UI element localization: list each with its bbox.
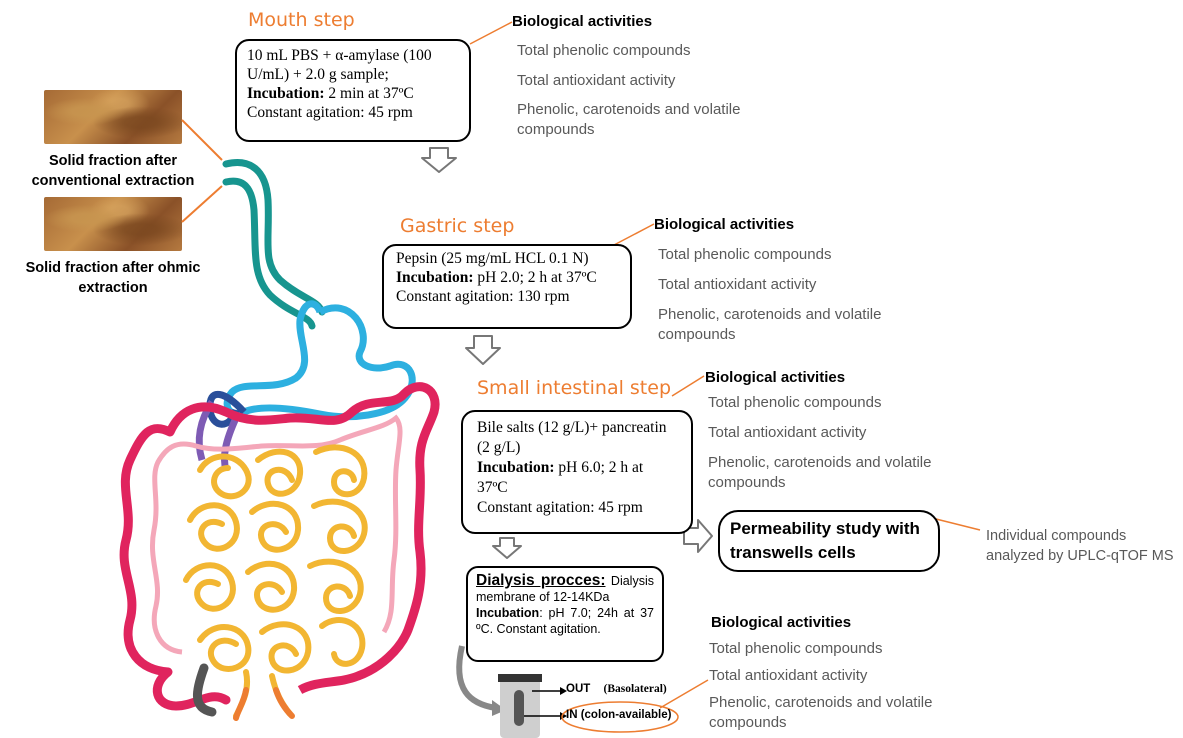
in-side: (colon-available) — [581, 709, 672, 721]
gastric-step-box: Pepsin (25 mg/mL HCL 0.1 N) Incubation: … — [382, 244, 632, 329]
intestinal-reagents: Bile salts (12 g/L)+ pancreatin (2 g/L) — [477, 419, 667, 456]
intestinal-step-title: Small intestinal step — [477, 377, 671, 399]
bio-item-compounds: Phenolic, carotenoids and volatile compo… — [709, 693, 959, 733]
gastric-bio-activities: Biological activities Total phenolic com… — [654, 216, 914, 345]
bio-item-antioxidant: Total antioxidant activity — [517, 71, 772, 91]
dialysis-bio-activities: Biological activities Total phenolic com… — [711, 614, 971, 733]
gastric-step-title: Gastric step — [400, 215, 514, 237]
transwell-out-label: OUT (Basolateral) — [566, 683, 667, 695]
bio-item-compounds: Phenolic, carotenoids and volatile compo… — [708, 453, 958, 493]
bio-item-phenolic-total: Total phenolic compounds — [517, 41, 772, 61]
mouth-step-title: Mouth step — [248, 9, 355, 31]
mouth-incubation-value: 2 min at 37ºC — [325, 85, 414, 102]
bio-item-compounds: Phenolic, carotenoids and volatile compo… — [658, 305, 908, 345]
arrow-mouth-to-gastric — [422, 148, 456, 172]
intestinal-bio-activities: Biological activities Total phenolic com… — [705, 369, 965, 493]
dialysis-incubation-label: Incubation — [476, 606, 539, 620]
bio-heading: Biological activities — [705, 369, 965, 386]
gastric-incubation-value: pH 2.0; 2 h at 37ºC — [474, 269, 597, 286]
bio-item-phenolic-total: Total phenolic compounds — [658, 245, 914, 265]
arrow-gastric-to-intestinal — [466, 336, 500, 364]
out-side: (Basolateral) — [603, 683, 666, 695]
bio-heading: Biological activities — [654, 216, 914, 233]
mouth-incubation-label: Incubation: — [247, 85, 325, 102]
bio-item-antioxidant: Total antioxidant activity — [709, 666, 971, 686]
gastric-agitation: Constant agitation: 130 rpm — [396, 288, 570, 305]
bio-item-antioxidant: Total antioxidant activity — [658, 275, 914, 295]
bio-heading: Biological activities — [512, 13, 772, 30]
gastric-incubation-label: Incubation: — [396, 269, 474, 286]
mouth-bio-activities: Biological activities Total phenolic com… — [512, 13, 772, 140]
intestinal-agitation: Constant agitation: 45 rpm — [477, 499, 643, 516]
mouth-step-box: 10 mL PBS + α-amylase (100 U/mL) + 2.0 g… — [235, 39, 471, 142]
bio-item-antioxidant: Total antioxidant activity — [708, 423, 965, 443]
in-label: IN — [566, 709, 578, 721]
dialysis-title: Dialysis procces: — [476, 572, 605, 589]
mouth-agitation: Constant agitation: 45 rpm — [247, 104, 413, 121]
permeability-box: Permeability study with transwells cells — [718, 510, 940, 572]
bio-item-compounds: Phenolic, carotenoids and volatile compo… — [517, 100, 767, 140]
bio-item-phenolic-total: Total phenolic compounds — [709, 639, 971, 659]
transwell-in-label: IN (colon-available) — [566, 709, 671, 721]
dialysis-box: Dialysis procces: Dialysis membrane of 1… — [466, 566, 664, 662]
gastric-reagents: Pepsin (25 mg/mL HCL 0.1 N) — [396, 250, 589, 267]
bio-heading: Biological activities — [711, 614, 971, 631]
intestinal-step-box: Bile salts (12 g/L)+ pancreatin (2 g/L) … — [461, 410, 693, 534]
bio-item-phenolic-total: Total phenolic compounds — [708, 393, 965, 413]
mouth-reagents: 10 mL PBS + α-amylase (100 U/mL) + 2.0 g… — [247, 47, 432, 83]
permeability-note: Individual compounds analyzed by UPLC-qT… — [986, 526, 1176, 566]
intestinal-incubation-label: Incubation: — [477, 459, 555, 476]
out-label: OUT — [566, 683, 590, 695]
arrow-intestinal-to-dialysis — [493, 538, 521, 558]
